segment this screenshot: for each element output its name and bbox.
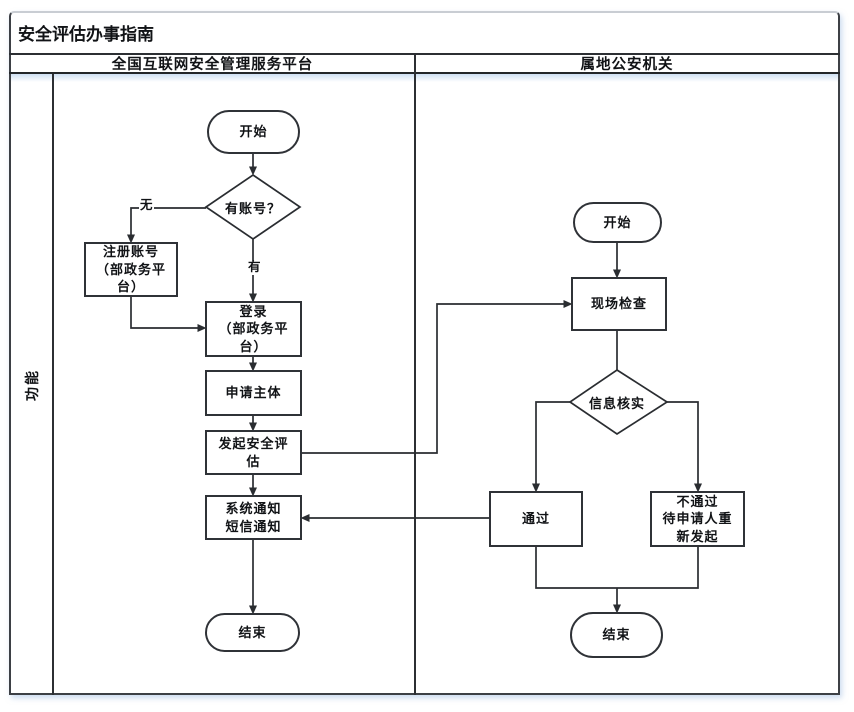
lane-header-platform: 全国互联网安全管理服务平台 bbox=[11, 54, 414, 73]
node-start-2-label: 开始 bbox=[603, 214, 632, 230]
lane-header-police: 属地公安机关 bbox=[416, 54, 838, 73]
node-end-2: 结束 bbox=[570, 612, 663, 658]
node-fail-reinitiate: 不通过 待申请人重 新发起 bbox=[650, 491, 745, 547]
node-system-sms-notify: 系统通知 短信通知 bbox=[205, 495, 302, 540]
node-end-label: 结束 bbox=[238, 624, 267, 640]
node-end-2-label: 结束 bbox=[602, 627, 631, 643]
node-start-2: 开始 bbox=[573, 202, 662, 243]
node-start: 开始 bbox=[207, 110, 300, 154]
lane-divider-line bbox=[414, 53, 416, 695]
node-verify-decision: 信息核实 bbox=[570, 370, 664, 434]
page-title-text: 安全评估办事指南 bbox=[18, 24, 154, 44]
node-apply-subject: 申请主体 bbox=[205, 370, 302, 416]
lane-header-police-text: 属地公安机关 bbox=[580, 56, 674, 73]
node-has-account-decision: 有账号？ bbox=[206, 175, 300, 239]
header-top-line bbox=[9, 53, 840, 55]
node-register-account: 注册账号 （部政务平 台） bbox=[84, 242, 178, 297]
node-has-account-label: 有账号？ bbox=[224, 200, 281, 216]
page-title: 安全评估办事指南 bbox=[9, 11, 840, 53]
header-accent-band bbox=[11, 74, 838, 82]
node-initiate-assessment: 发起安全评 估 bbox=[205, 430, 302, 475]
sidebar-function-label: 功能 bbox=[23, 368, 40, 401]
edge-label-yes: 有 bbox=[247, 260, 262, 275]
header-bottom-line bbox=[9, 72, 840, 74]
node-pass: 通过 bbox=[489, 491, 583, 547]
node-end: 结束 bbox=[205, 613, 300, 652]
edge-label-no: 无 bbox=[139, 198, 154, 213]
node-login: 登录 （部政务平 台） bbox=[205, 301, 302, 357]
lane-header-platform-text: 全国互联网安全管理服务平台 bbox=[111, 56, 314, 73]
sidebar-function-cell: 功能 bbox=[11, 74, 52, 695]
sidebar-divider-line bbox=[52, 74, 54, 695]
node-site-inspection: 现场检查 bbox=[571, 277, 667, 331]
flowchart-panel bbox=[9, 11, 840, 695]
node-start-label: 开始 bbox=[239, 124, 268, 140]
node-verify-label: 信息核实 bbox=[588, 395, 645, 411]
